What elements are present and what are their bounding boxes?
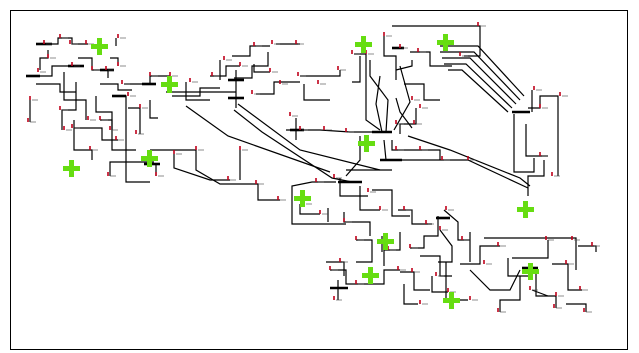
line [95, 96, 113, 130]
line [61, 82, 77, 130]
line [372, 189, 410, 217]
line [438, 229, 453, 263]
line [149, 100, 158, 119]
line [442, 57, 517, 105]
line [393, 65, 411, 131]
line [375, 75, 383, 133]
line [525, 124, 548, 157]
line [359, 186, 380, 211]
line [232, 45, 270, 57]
line [552, 263, 582, 291]
line [109, 161, 154, 176]
generator-icon [443, 292, 460, 309]
line [531, 289, 549, 297]
generators [63, 34, 539, 309]
line [356, 239, 373, 263]
line [512, 240, 549, 259]
line [444, 63, 513, 109]
line [391, 140, 441, 160]
line [173, 154, 230, 181]
line [399, 108, 417, 134]
line [535, 270, 557, 308]
line [330, 269, 362, 285]
line [352, 56, 361, 83]
line [392, 25, 481, 57]
generator-icon [161, 76, 178, 93]
line [39, 50, 49, 70]
line [100, 119, 136, 151]
line [234, 52, 269, 79]
generator-icon [358, 135, 375, 152]
line [410, 216, 439, 249]
line [527, 160, 545, 196]
line [253, 64, 270, 73]
line [256, 81, 300, 95]
line [369, 60, 389, 133]
line [440, 45, 525, 97]
line [128, 107, 141, 134]
generator-icon [437, 34, 454, 51]
line [78, 57, 109, 78]
buses [26, 42, 538, 290]
generator-icon [517, 201, 534, 218]
line [403, 284, 418, 305]
line [448, 69, 509, 113]
line [395, 60, 413, 71]
line [395, 97, 413, 129]
line [400, 271, 430, 291]
line [185, 82, 210, 101]
line [36, 83, 76, 93]
line [566, 303, 587, 312]
line [443, 209, 470, 241]
line [407, 135, 531, 187]
line [303, 84, 330, 101]
line [343, 212, 371, 236]
line [30, 65, 70, 77]
line [440, 51, 521, 101]
line [398, 209, 432, 225]
line [499, 276, 521, 312]
generator-icon [355, 36, 372, 53]
line [74, 127, 118, 141]
generator-icon [63, 160, 80, 177]
line [118, 95, 150, 183]
line [299, 204, 320, 215]
line [460, 245, 500, 265]
line [528, 95, 559, 176]
line [300, 70, 341, 77]
diagram-frame [10, 10, 628, 350]
generator-icon [377, 233, 394, 250]
load-markers [27, 22, 600, 313]
line [484, 237, 577, 270]
line [233, 109, 353, 183]
generator-icon [522, 263, 539, 280]
line [326, 261, 345, 276]
transmission-lines [29, 25, 597, 312]
generator-icon [362, 267, 379, 284]
line [237, 103, 381, 171]
line [513, 114, 535, 173]
line [507, 258, 530, 277]
line [63, 72, 87, 120]
line [339, 178, 368, 197]
line [185, 105, 331, 173]
line [110, 57, 119, 66]
line [431, 276, 448, 293]
line [404, 83, 440, 101]
line [469, 269, 521, 291]
generator-icon [294, 190, 311, 207]
line [383, 36, 397, 80]
generator-icon [91, 38, 108, 55]
line [354, 53, 381, 131]
generator-icon [141, 150, 158, 167]
line [578, 245, 597, 252]
line [150, 149, 280, 201]
line [100, 83, 132, 91]
line [124, 75, 170, 85]
line [73, 120, 93, 160]
